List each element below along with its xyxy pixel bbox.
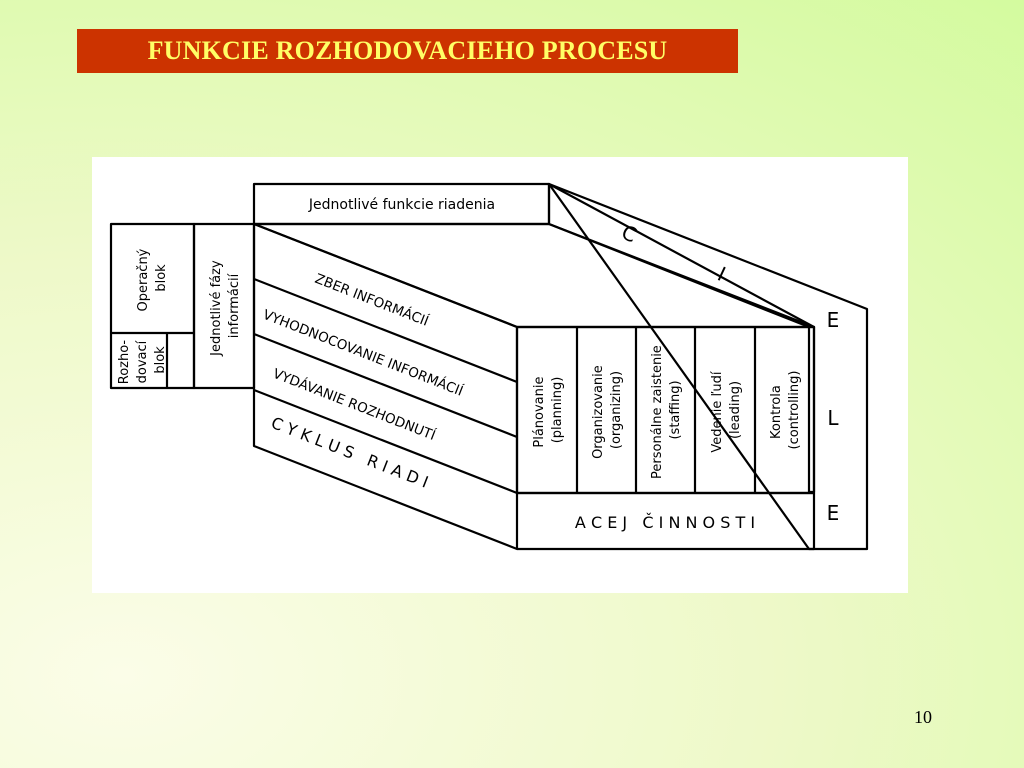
band-divider-2: [253, 332, 518, 439]
operative-block-label: Operačný blok: [136, 244, 169, 311]
cycle-flat-label: A C E J Č I N N O S T I: [575, 513, 755, 532]
top-functions-label: Jednotlivé funkcie riadenia: [308, 197, 495, 213]
slide-title: FUNKCIE ROZHODOVACIEHO PROCESU: [147, 36, 668, 65]
diagram-panel: Jednotlivé funkcie riadenia Operačný blo…: [92, 157, 908, 593]
function-planning: Plánovanie (planning): [532, 372, 565, 447]
cycle-flat-band: [517, 491, 816, 551]
function-organizing: Organizovanie (organizing): [591, 361, 624, 459]
page-number: 10: [914, 707, 932, 727]
goals-side-face: [547, 182, 869, 551]
block-right-edge: [547, 182, 816, 494]
goal-letter-e2: E: [827, 501, 840, 525]
band-divider-1: [253, 277, 518, 384]
function-staffing: Personálne zaistenie (staffing): [650, 341, 683, 479]
band-divider-3: [253, 388, 518, 495]
decision-process-diagram: Jednotlivé funkcie riadenia Operačný blo…: [109, 182, 869, 551]
goal-letter-e1: E: [827, 308, 840, 332]
phases-frame: [192, 222, 256, 390]
band-collect-info: ZBER INFORMÁCIÍ: [313, 270, 432, 330]
decision-block-label: Rozho- dovací blok: [117, 336, 168, 385]
function-controlling: Kontrola (controlling): [769, 371, 802, 450]
function-leading: Vedenie ľudí (leading): [710, 367, 743, 452]
goal-letter-l: L: [827, 406, 839, 430]
title-bar: FUNKCIE ROZHODOVACIEHO PROCESU: [77, 29, 738, 73]
phases-label: Jednotlivé fázy informácií: [209, 256, 242, 357]
